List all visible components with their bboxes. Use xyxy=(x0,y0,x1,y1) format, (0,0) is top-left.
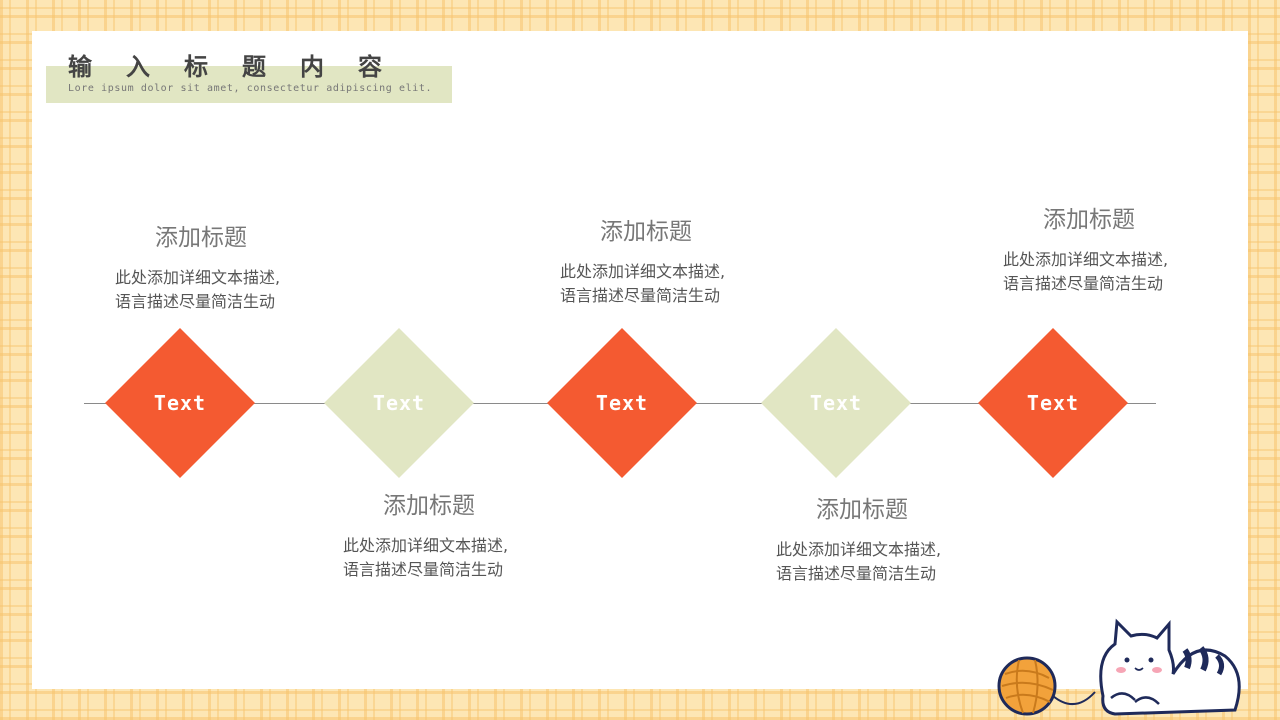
timeline-node-label: Text xyxy=(372,391,426,415)
timeline-node-5: Text xyxy=(978,328,1128,478)
item-desc-line1: 此处添加详细文本描述, xyxy=(343,536,509,555)
item-heading: 添加标题 xyxy=(155,225,247,251)
timeline-item-3: 添加标题 此处添加详细文本描述, 语言描述尽量简洁生动 xyxy=(560,212,790,308)
item-desc-line2: 语言描述尽量简洁生动 xyxy=(115,292,276,311)
timeline-node-4: Text xyxy=(761,328,911,478)
item-desc-line2: 语言描述尽量简洁生动 xyxy=(343,560,504,579)
yarn-ball-icon xyxy=(997,656,1057,716)
item-desc-line1: 此处添加详细文本描述, xyxy=(560,262,726,281)
timeline-node-label: Text xyxy=(1026,391,1080,415)
timeline-node-label: Text xyxy=(153,391,207,415)
item-desc-line1: 此处添加详细文本描述, xyxy=(115,268,281,287)
cat-with-yarn-ball-icon xyxy=(997,618,1241,716)
timeline-item-4: 添加标题 此处添加详细文本描述, 语言描述尽量简洁生动 xyxy=(776,490,1006,586)
item-desc-line2: 语言描述尽量简洁生动 xyxy=(560,286,721,305)
timeline-node-label: Text xyxy=(809,391,863,415)
page-subtitle: Lore ipsum dolor sit amet, consectetur a… xyxy=(68,83,433,94)
timeline-node-2: Text xyxy=(324,328,474,478)
item-heading: 添加标题 xyxy=(1043,207,1135,233)
item-heading: 添加标题 xyxy=(816,497,908,523)
timeline-item-5: 添加标题 此处添加详细文本描述, 语言描述尽量简洁生动 xyxy=(1003,200,1233,296)
item-heading: 添加标题 xyxy=(383,493,475,519)
timeline-item-2: 添加标题 此处添加详细文本描述, 语言描述尽量简洁生动 xyxy=(343,486,573,582)
cat-icon xyxy=(1099,618,1241,716)
item-desc-line1: 此处添加详细文本描述, xyxy=(1003,250,1169,269)
timeline-node-3: Text xyxy=(547,328,697,478)
title-band xyxy=(46,66,452,103)
timeline-node-1: Text xyxy=(105,328,255,478)
item-heading: 添加标题 xyxy=(600,219,692,245)
item-desc-line2: 语言描述尽量简洁生动 xyxy=(776,564,937,583)
timeline-node-label: Text xyxy=(595,391,649,415)
page-title: 输入标题内容 xyxy=(68,53,416,81)
item-desc-line1: 此处添加详细文本描述, xyxy=(776,540,942,559)
item-desc-line2: 语言描述尽量简洁生动 xyxy=(1003,274,1164,293)
timeline-item-1: 添加标题 此处添加详细文本描述, 语言描述尽量简洁生动 xyxy=(115,218,345,314)
